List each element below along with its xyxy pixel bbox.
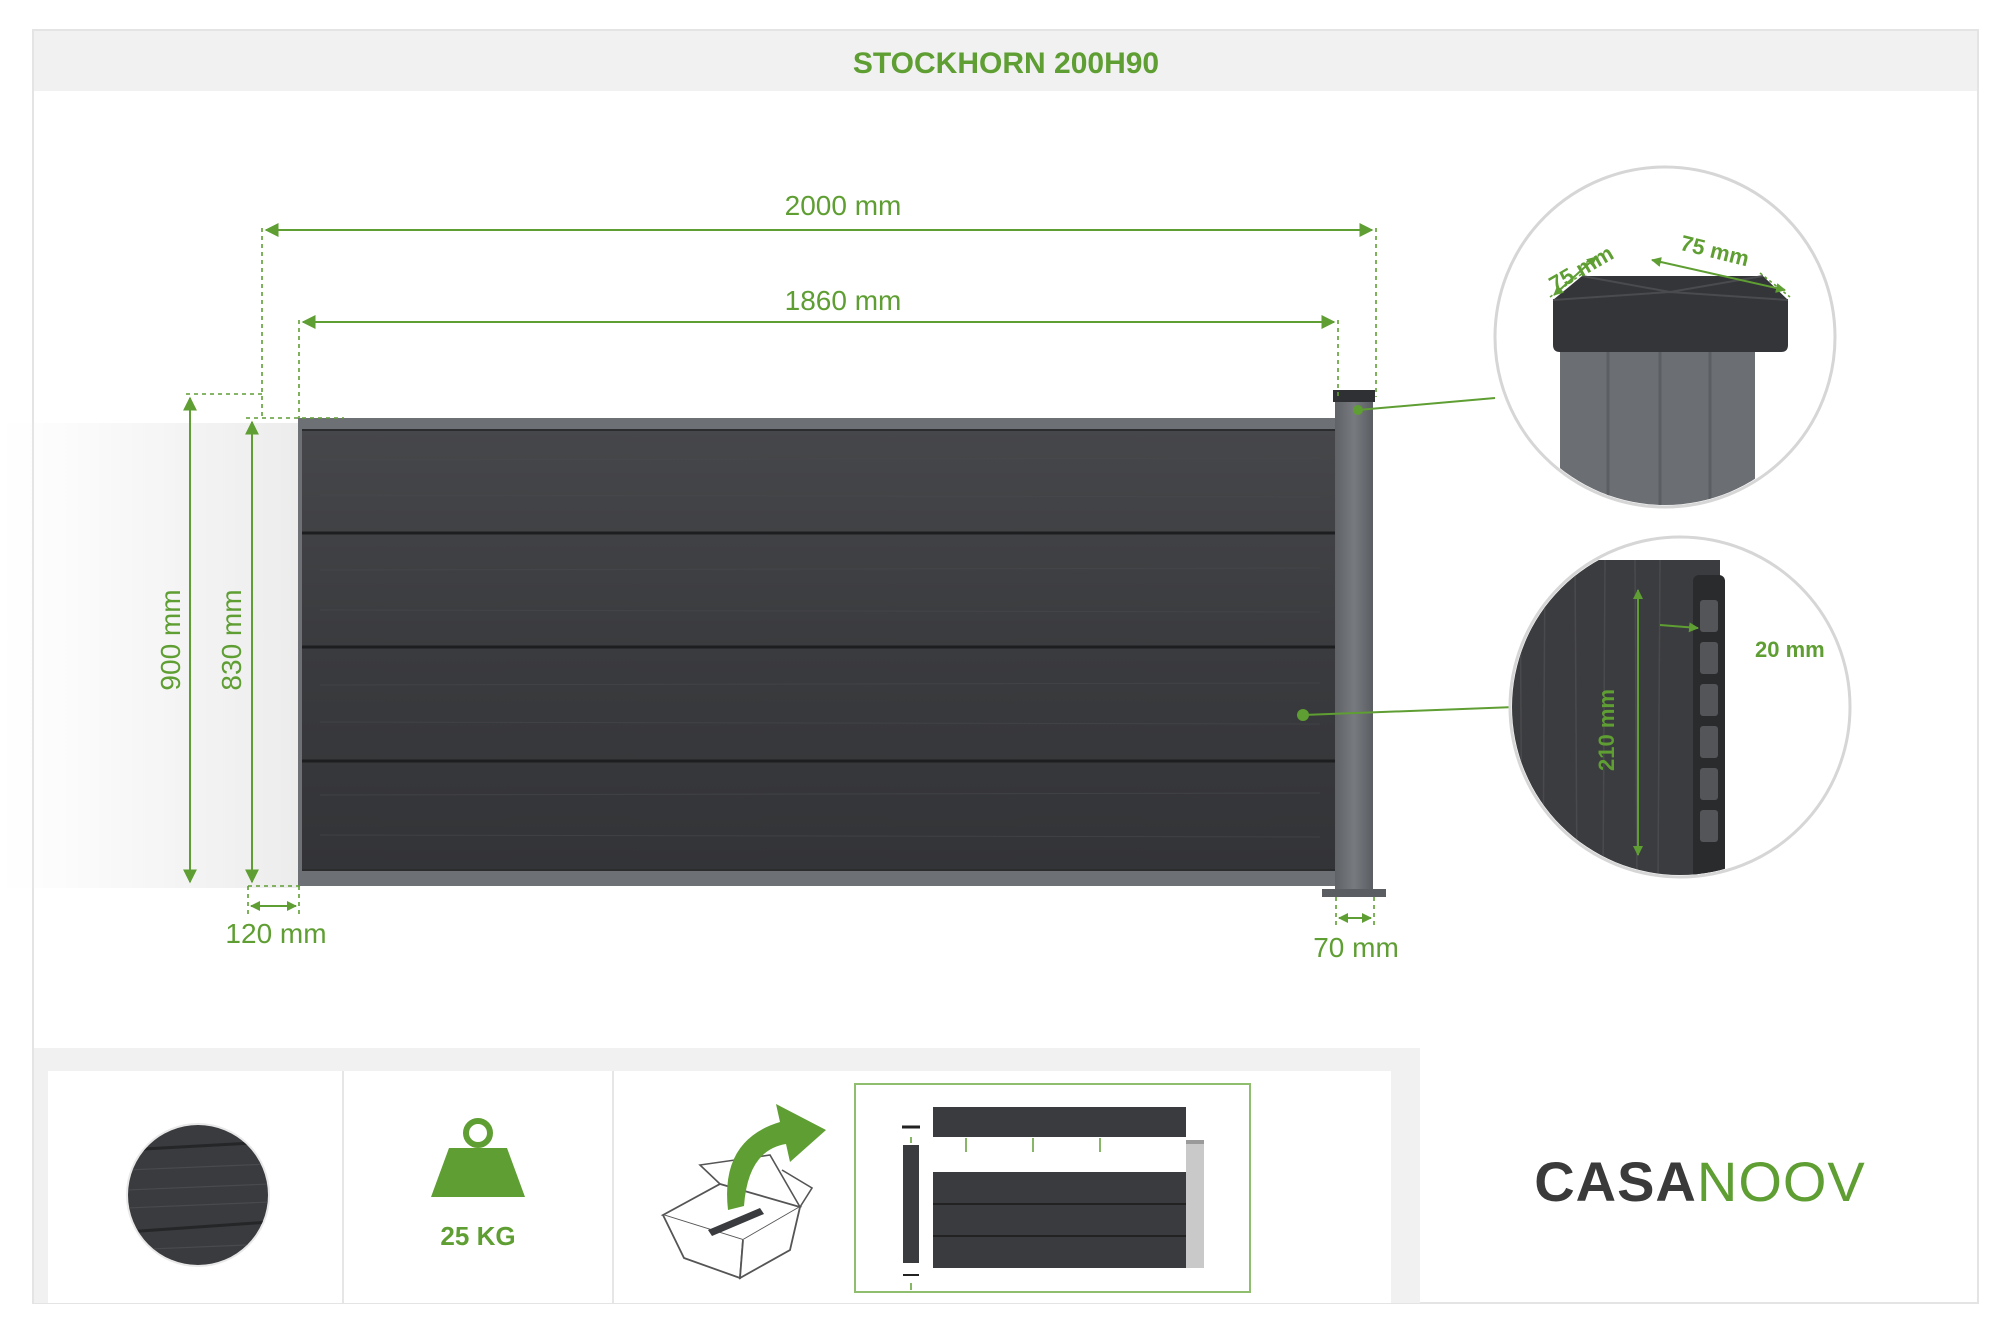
brand-part1: CASA (1534, 1150, 1697, 1213)
panel-height-label: 830 mm (216, 589, 247, 690)
dimension-arrows (183, 223, 1374, 923)
product-title: STOCKHORN 200H90 (853, 47, 1159, 80)
cap-width-arrow (1553, 256, 1597, 296)
total-width-label: 2000 mm (785, 190, 902, 221)
header-bar (34, 31, 1977, 91)
svg-text:CASANOOV: CASANOOV (1534, 1150, 1866, 1213)
weight-icon (431, 1118, 525, 1197)
post-body-zoom (1560, 340, 1755, 505)
weight-label: 25 KG (440, 1221, 515, 1251)
brand-part2: NOOV (1697, 1150, 1866, 1213)
post-cap (1333, 390, 1375, 402)
color-swatch (126, 1123, 270, 1267)
cap-depth-arrow (1651, 257, 1786, 293)
panel-boards (302, 430, 1335, 870)
wood-grain (319, 457, 1321, 838)
board-thickness-label: 20 mm (1755, 637, 1825, 662)
unbox-arrow-icon (727, 1104, 826, 1210)
board-profile-detail: 20 mm 210 mm (1508, 535, 1852, 879)
post-body (1335, 395, 1373, 889)
post-cap-detail: 75 mm 75 mm (1493, 165, 1837, 509)
callout-dot-board (1297, 709, 1309, 721)
board-height-label: 210 mm (1594, 689, 1619, 771)
callout-line-board (1302, 706, 1516, 716)
guide-lines (186, 228, 1377, 925)
dimension-labels: 2000 mm 1860 mm 900 mm 830 mm 120 mm 70 … (155, 190, 1399, 963)
post-width-label: 70 mm (1313, 932, 1399, 963)
cap-zoom (1553, 276, 1788, 352)
post-foot (1322, 889, 1386, 897)
callout-line-cap (1357, 397, 1496, 411)
panel-width-label: 1860 mm (785, 285, 902, 316)
fence-post (1322, 390, 1386, 897)
ground-shade (0, 423, 300, 888)
board-thickness-arrow (1659, 622, 1699, 633)
weight-feature: 25 KG (431, 1118, 525, 1251)
fence-panel (298, 418, 1335, 886)
brand-logo: CASANOOV (1534, 1150, 1866, 1213)
package-icon (660, 1104, 826, 1280)
ground-gap-label: 120 mm (225, 918, 326, 949)
assembly-diagram (854, 1083, 1251, 1293)
total-height-label: 900 mm (155, 589, 186, 690)
callout-dot-cap (1353, 405, 1363, 415)
